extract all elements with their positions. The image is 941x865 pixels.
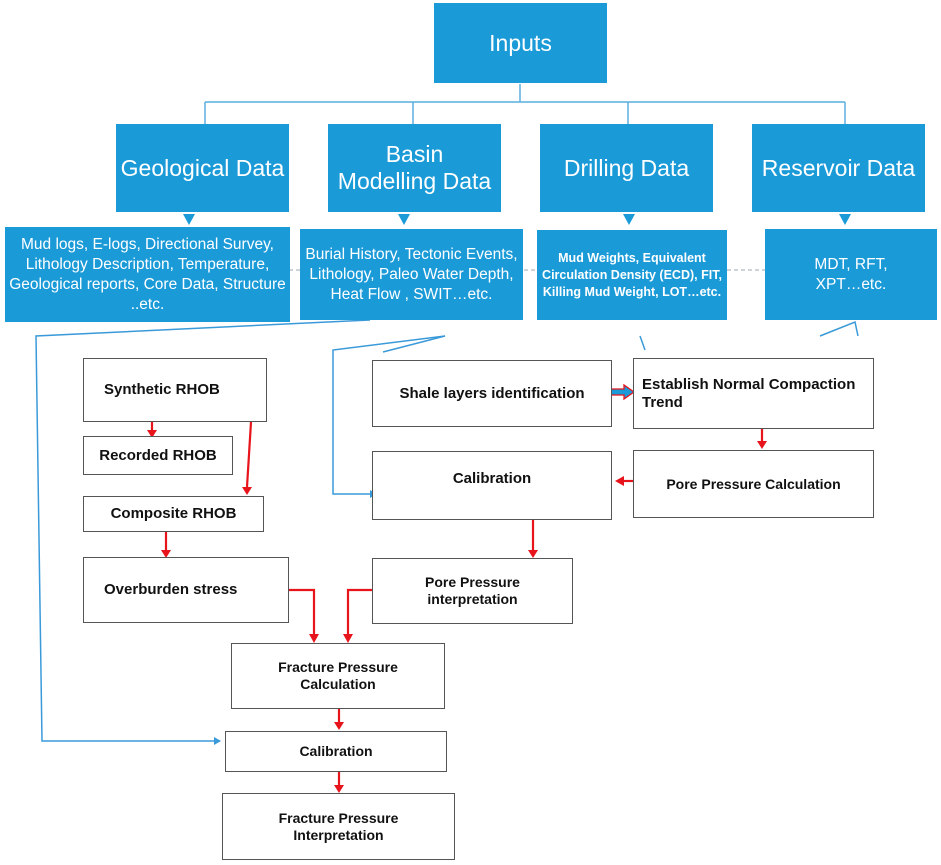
composite-rhob-box: Composite RHOB [83,496,264,532]
recorded-rhob-box: Recorded RHOB [83,436,233,475]
normal-compaction-trend-box: Establish Normal Compaction Trend [633,358,874,429]
drilling-details-box: Mud Weights, Equivalent Circulation Dens… [537,230,727,320]
drilling-data-label: Drilling Data [563,154,690,181]
shale-layers-label: Shale layers identification [399,384,585,402]
pore-pressure-interpretation-label: Pore Pressure interpretation [425,574,520,607]
reservoir-details-text: MDT, RFT, XPT…etc. [814,255,888,293]
fracture-pressure-interpretation-label: Fracture Pressure Interpretation [278,809,399,843]
fracture-calibration-label: Calibration [299,743,373,759]
basin-feed-line [382,335,446,353]
shale-layers-box: Shale layers identification [372,360,612,427]
basin-down-arrow [398,214,410,225]
cyan-down-arrows [183,214,851,225]
shale-to-nct-arrow [610,383,636,401]
pore-pressure-calculation-box: Pore Pressure Calculation [633,450,874,518]
geological-data-label: Geological Data [120,154,285,181]
pore-pressure-calculation-label: Pore Pressure Calculation [666,475,841,492]
overburden-stress-box: Overburden stress [83,557,289,623]
inputs-box: Inputs [434,3,607,83]
fracture-calibration-box: Calibration [225,731,447,772]
inputs-label: Inputs [489,29,552,56]
basin-details-box: Burial History, Tectonic Events, Litholo… [300,229,523,320]
basin-details-text: Burial History, Tectonic Events, Litholo… [305,245,518,303]
geological-details-text: Mud logs, E-logs, Directional Survey, Li… [9,235,286,313]
input-tree-lines [204,84,846,124]
pore-calibration-label: Calibration [452,470,532,487]
reservoir-data-label: Reservoir Data [761,154,916,181]
pore-pressure-interpretation-box: Pore Pressure interpretation [372,558,573,624]
recorded-rhob-label: Recorded RHOB [99,446,217,464]
composite-rhob-label: Composite RHOB [110,505,237,522]
reservoir-down-arrow [839,214,851,225]
fracture-pressure-interpretation-box: Fracture Pressure Interpretation [222,793,455,860]
normal-compaction-trend-label: Establish Normal Compaction Trend [642,375,856,411]
pore-calibration-box: Calibration [372,451,612,520]
drilling-data-box: Drilling Data [540,124,713,212]
synthetic-rhob-label: Synthetic RHOB [104,381,220,398]
fracture-pressure-calculation-label: Fracture Pressure Calculation [278,659,398,692]
reservoir-feed-line [819,320,859,337]
basin-modelling-data-box: Basin Modelling Data [328,124,501,212]
geological-details-box: Mud logs, E-logs, Directional Survey, Li… [5,227,290,322]
inputs-to-pore-calibration-line [332,335,446,498]
reservoir-details-box: MDT, RFT, XPT…etc. [765,229,937,320]
drilling-details-text: Mud Weights, Equivalent Circulation Dens… [542,250,722,299]
overburden-stress-label: Overburden stress [104,581,238,598]
basin-modelling-data-label: Basin Modelling Data [337,141,492,194]
red-arrowheads [147,430,767,793]
geological-down-arrow [183,214,195,225]
geological-data-box: Geological Data [116,124,289,212]
fracture-pressure-calculation-box: Fracture Pressure Calculation [231,643,445,709]
blue-feedback-lines [35,319,859,745]
drilling-down-arrow [623,214,635,225]
geological-to-fracture-calibration-line [35,319,371,745]
reservoir-data-box: Reservoir Data [752,124,925,212]
synthetic-rhob-box: Synthetic RHOB [83,358,267,422]
drilling-feed-line [639,335,646,351]
